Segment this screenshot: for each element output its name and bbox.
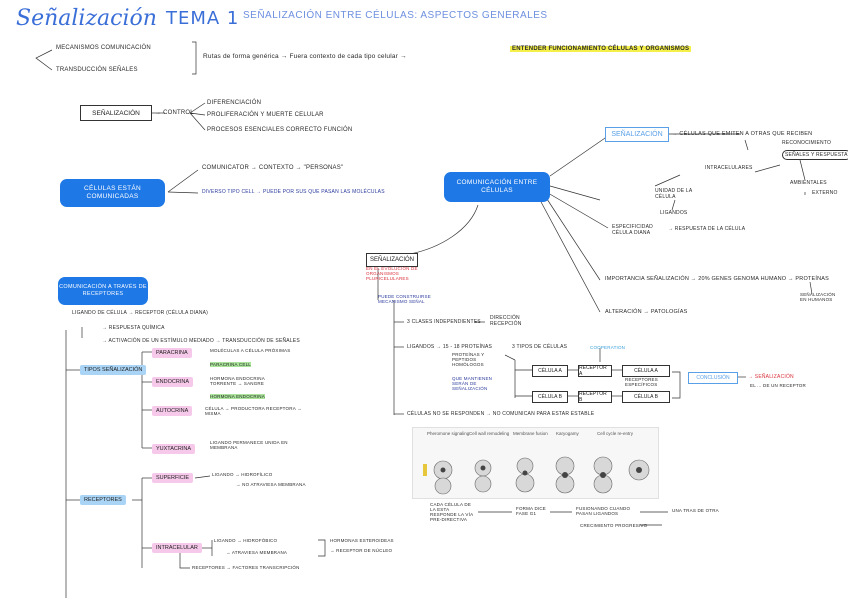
left-paracrina-desc: MOLÉCULAS A CÉLULA PRÓXIMAS — [210, 348, 291, 353]
left-receptores: RECEPTORES — [80, 495, 126, 505]
left-endocrina: ENDOCRINA — [152, 377, 194, 387]
right-reconocimiento: RECONOCIMIENTO — [782, 140, 832, 146]
cell-stages-illustration — [423, 456, 650, 495]
cell-cycle-diagram: Pheromone signaling Cell wall remodeling… — [412, 427, 659, 499]
left-autocrina-desc: CÉLULA → PRODUCTORA RECEPTORA → MISMA — [205, 406, 302, 416]
mid-no-responden: CÉLULAS NO SE RESPONDEN → NO COMUNICAN P… — [407, 411, 595, 417]
right-senalizacion-box: SEÑALIZACIÓN — [605, 127, 669, 142]
left-superficie-desc2: → NO ATRAVIESA MEMBRANA — [236, 482, 306, 487]
left-intracelular-desc2: → ATRAVIESA MEMBRANA — [226, 550, 288, 555]
celulas-branch-1: COMUNICATOR → CONTEXTO → "PERSONAS" — [202, 165, 344, 171]
left-superficie-desc: LIGANDO → HIDROFÍLICO — [212, 472, 273, 477]
senalizacion-box: SEÑALIZACIÓN — [80, 105, 152, 121]
right-alteracion: ALTERACIÓN → PATOLOGÍAS — [605, 309, 688, 315]
left-tipos-senalizacion: TIPOS SEÑALIZACIÓN — [80, 365, 147, 375]
diagram-label-5: Cell cycle re-entry — [597, 431, 634, 436]
mid-celula-a: CÉLULA A — [532, 365, 568, 377]
control-label: → CONTROL — [155, 110, 194, 116]
left-endocrina-tag: HORMONA ENDOCRINA — [210, 394, 265, 399]
diagram-note-2: FORMA DICE FASE G1 — [516, 506, 547, 516]
mid-conclusion-box: CONCLUSIÓN — [688, 372, 738, 384]
left-intracelular: INTRACELULAR — [152, 543, 202, 553]
diagram-note-4: CRECIMIENTO PROGRESIVO — [580, 523, 648, 528]
right-ligandos: LIGANDOS — [660, 210, 688, 216]
mid-clases: 3 CLASES INDEPENDIENTES — [407, 319, 481, 325]
diagram-label-4: Karyogamy — [556, 431, 579, 436]
intro-item-comunicacion: MECANISMOS COMUNICACIÓN — [56, 45, 151, 51]
diagram-label-3: Membrane fusion — [513, 431, 548, 436]
right-externo: EXTERNO — [812, 190, 838, 196]
left-receptor-nucleo: → RECEPTOR DE NÚCLEO — [330, 548, 393, 553]
mid-cooperation: COOPERATION — [590, 345, 626, 350]
page-subtitle: SEÑALIZACIÓN ENTRE CÉLULAS: ASPECTOS GEN… — [243, 10, 548, 21]
mid-senalizacion-box: SEÑALIZACIÓN — [366, 253, 418, 267]
left-paracrina-tag: PARACRINA CELL — [210, 362, 251, 367]
right-intracelulares: INTRACELULARES — [705, 165, 753, 171]
control-procesos: PROCESOS ESENCIALES CORRECTO FUNCIÓN — [207, 127, 353, 133]
diagram-note-1: CADA CÉLULA DE LA ESTA RESPONDE LA VÍA P… — [430, 502, 474, 522]
left-activacion: → ACTIVACIÓN DE UN ESTÍMULO MEDIADO → TR… — [102, 338, 300, 344]
right-importancia: IMPORTANCIA SEÑALIZACIÓN → 20% GENES GEN… — [605, 276, 829, 282]
mid-out-celula-b: CÉLULA B — [622, 391, 670, 403]
left-respuesta-quimica: → RESPUESTA QUÍMICA — [102, 325, 165, 331]
mid-ligandos: LIGANDOS → 15 - 18 PROTEÍNAS — [407, 344, 493, 350]
right-especificidad: ESPECIFICIDAD CÉLULA DIANA — [612, 224, 653, 236]
left-autocrina: AUTOCRINA — [152, 406, 193, 416]
mid-mecanismo-text: PUEDE CONSTRUIRSE MECANISMO SEÑAL — [378, 294, 431, 304]
mid-celula-b: CÉLULA B — [532, 391, 568, 403]
left-paracrina: PARACRINA — [152, 348, 192, 358]
left-factores-transcripcion: RECEPTORES → FACTORES TRANSCRIPCIÓN — [192, 565, 300, 570]
left-hormonas-esteroideas: HORMONAS ESTEROIDEAS — [330, 538, 394, 543]
control-proliferacion: PROLIFERACIÓN Y MUERTE CELULAR — [207, 112, 324, 118]
mid-direccion: DIRECCIÓN RECEPCIÓN — [490, 315, 522, 327]
intro-item-transduccion: TRANSDUCCIÓN SEÑALES — [56, 67, 138, 73]
celulas-branch-2: DIVERSO TIPO CELL → PUEDE POR SUS QUE PA… — [202, 189, 385, 195]
mid-mantienen: QUE MANTIENEN SERÁN DE SEÑALIZACIÓN — [452, 376, 493, 391]
intro-highlight: ENTENDER FUNCIONAMIENTO CÉLULAS Y ORGANI… — [510, 46, 692, 52]
celulas-comunicadas-pill: CÉLULAS ESTÁN COMUNICADAS — [60, 179, 165, 207]
right-unidad: UNIDAD DE LA CÉLULA — [655, 188, 693, 200]
right-sen-desc: → CÉLULAS QUE EMITEN A OTRAS QUE RECIBEN — [672, 131, 813, 137]
mid-conclusion-note: EL ... DE UN RECEPTOR — [750, 383, 806, 388]
left-yuxtacrina: YUXTACRINA — [152, 444, 196, 454]
receptores-comunicacion-pill: COMUNICACIÓN A TRAVÉS DE RECEPTORES — [58, 277, 148, 305]
right-especificidad-r: → RESPUESTA DE LA CÉLULA — [668, 226, 746, 232]
right-senales-respuesta: SEÑALES Y RESPUESTA — [782, 150, 848, 160]
mid-out-celula-a: CÉLULA A — [622, 365, 670, 377]
diagram-label-2: Cell wall remodeling — [469, 431, 510, 436]
right-ambientales: AMBIENTALES — [790, 180, 827, 186]
page-title: Señalización — [16, 6, 157, 31]
mid-receptores-especificos: RECEPTORES ESPECÍFICOS — [625, 377, 658, 387]
diagram-label-1: Pheromone signaling — [427, 431, 470, 436]
left-ligando-line: LIGANDO DE CÉLULA → RECEPTOR (CÉLULA DIA… — [72, 310, 209, 316]
mid-proteinas: PROTEÍNAS Y PEPTIDOS HOMÓLOGOS — [452, 352, 485, 367]
intro-rutas-text: Rutas de forma genérica → Fuera contexto… — [203, 53, 407, 60]
diagram-note-3: FUSIONANDO CUANDO PASAN LIGANDOS — [576, 506, 631, 516]
mid-receptor-a: RECEPTOR A — [578, 365, 612, 377]
right-importancia-r: SEÑALIZACIÓN EN HUMANOS — [800, 292, 836, 302]
left-intracelular-desc: LIGANDO → HIDROFÓBICO — [214, 538, 278, 543]
control-diferenciacion: DIFERENCIACIÓN — [207, 100, 262, 106]
diagram-note-5: UNA TRAS DE OTRA — [672, 508, 719, 513]
mid-receptor-b: RECEPTOR B — [578, 391, 612, 403]
topic-number: TEMA 1 — [166, 8, 240, 29]
mid-tipos-celulas: 3 TIPOS DE CÉLULAS — [512, 344, 568, 350]
left-superficie: SUPERFICIE — [152, 473, 194, 483]
left-yuxtacrina-desc: LIGANDO PERMANECE UNIDA EN MEMBRANA — [210, 440, 288, 450]
mid-evolucion-text: EN EL EVOLUCIÓN DE ORGANISMOS PLURICELUL… — [366, 266, 418, 281]
comunicacion-center-pill: COMUNICACIÓN ENTRE CÉLULAS — [444, 172, 550, 202]
left-endocrina-desc: HORMONA ENDOCRINA TORRENTE → SANGRE — [210, 376, 265, 386]
mid-conclusion-result: → SEÑALIZACIÓN — [748, 374, 794, 380]
